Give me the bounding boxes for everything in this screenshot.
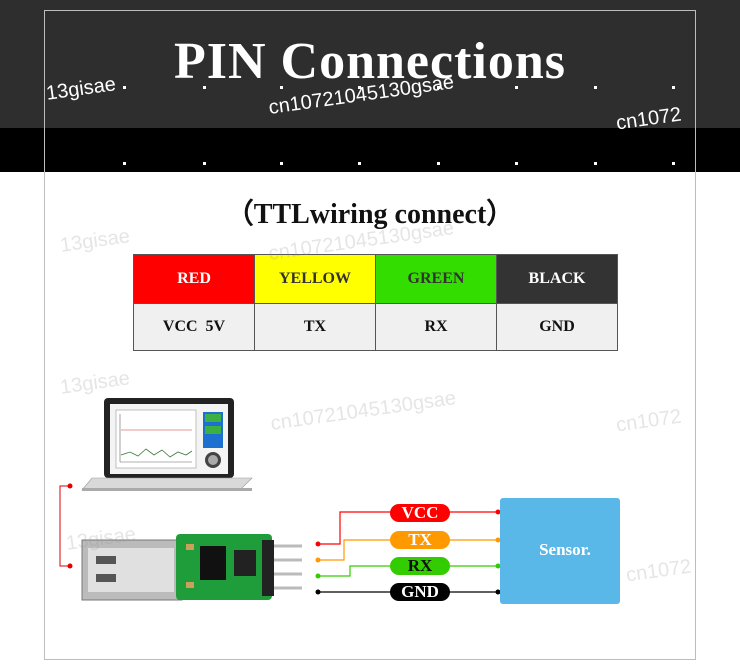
wiring-subtitle: （TTLwiring connect） bbox=[225, 199, 515, 230]
dot bbox=[203, 162, 206, 165]
sensor-label: Sensor. bbox=[539, 540, 591, 559]
dot bbox=[358, 86, 361, 89]
pin-color-table: RED YELLOW GREEN BLACK VCC 5V TX RX GND bbox=[133, 254, 618, 351]
wire-label-vcc: VCC bbox=[390, 504, 450, 522]
pin-cell-rx: RX bbox=[375, 303, 497, 351]
laptop-icon bbox=[81, 398, 253, 491]
dot bbox=[437, 162, 440, 165]
pin-row: VCC 5V TX RX GND bbox=[133, 303, 618, 351]
dot bbox=[280, 162, 283, 165]
pin-cell-vcc: VCC 5V bbox=[133, 303, 255, 351]
dot bbox=[594, 86, 597, 89]
header-dots-row-1 bbox=[0, 86, 740, 90]
usb-ttl-adapter-icon bbox=[81, 534, 302, 601]
header-band bbox=[0, 0, 740, 172]
color-cell-yellow: YELLOW bbox=[254, 254, 376, 304]
wire-label-rx: RX bbox=[390, 557, 450, 575]
dot bbox=[280, 86, 283, 89]
dot bbox=[203, 86, 206, 89]
dot bbox=[515, 162, 518, 165]
color-cell-green: GREEN bbox=[375, 254, 497, 304]
sensor-box bbox=[500, 498, 620, 604]
dot bbox=[515, 86, 518, 89]
color-cell-black: BLACK bbox=[496, 254, 618, 304]
dot bbox=[123, 162, 126, 165]
dot bbox=[358, 162, 361, 165]
header-top-band bbox=[0, 0, 740, 128]
dot bbox=[123, 86, 126, 89]
color-row: RED YELLOW GREEN BLACK bbox=[133, 254, 618, 304]
dot bbox=[594, 162, 597, 165]
dot bbox=[672, 162, 675, 165]
wire-label-tx: TX bbox=[390, 531, 450, 549]
header-dots-row-2 bbox=[0, 162, 740, 166]
wire-label-gnd: GND bbox=[390, 583, 450, 601]
pin-cell-gnd: GND bbox=[496, 303, 618, 351]
color-cell-red: RED bbox=[133, 254, 255, 304]
dot bbox=[672, 86, 675, 89]
image-frame bbox=[44, 10, 696, 660]
dot bbox=[437, 86, 440, 89]
page-title: PIN Connections bbox=[173, 33, 567, 90]
pin-cell-tx: TX bbox=[254, 303, 376, 351]
